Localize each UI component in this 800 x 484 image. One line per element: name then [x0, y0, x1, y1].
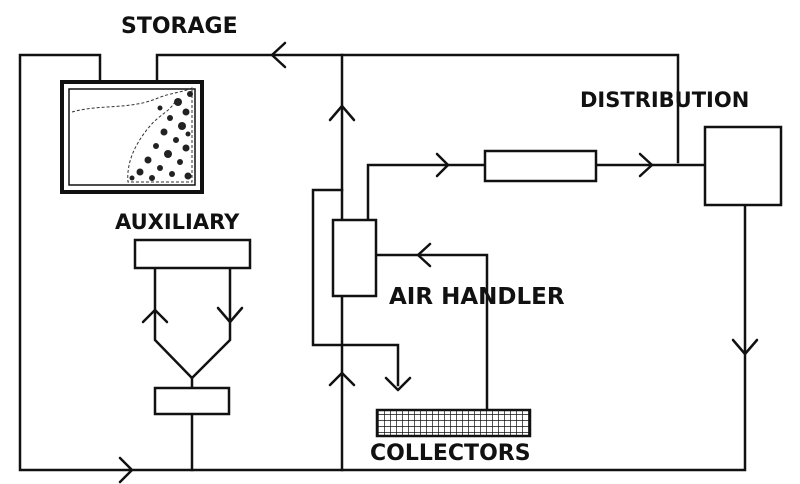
flow-arrow-right-icon [118, 456, 134, 484]
flow-arrow-left-icon [416, 242, 432, 268]
heat-exchanger-box [483, 149, 598, 183]
flow-arrow-up-icon [328, 371, 356, 387]
distribution-label: DISTRIBUTION [580, 88, 750, 112]
flow-arrow-up-icon [328, 104, 356, 122]
flow-arrow-down-icon [216, 306, 244, 324]
air-handler-label: AIR HANDLER [389, 284, 565, 310]
air-handler-top-feed [366, 163, 487, 222]
auxiliary-valve-box [153, 386, 231, 416]
flow-arrow-right-icon [638, 152, 654, 178]
storage-tank [60, 80, 204, 194]
auxiliary-branch-left [153, 266, 194, 390]
rock-bed-stones [129, 91, 193, 181]
auxiliary-label: AUXILIARY [115, 210, 240, 234]
collector-panel [375, 408, 532, 438]
air-handler-box [331, 218, 378, 298]
auxiliary-heater-box [133, 238, 252, 270]
storage-label: STORAGE [121, 14, 238, 39]
auxiliary-branch-right [190, 266, 232, 380]
left-return-pipe [18, 53, 747, 472]
flow-arrow-down-icon [731, 338, 759, 356]
collectors-label: COLLECTORS [370, 441, 531, 466]
flow-arrow-up-icon [141, 308, 169, 324]
air-handler-side-feed [311, 188, 400, 387]
distribution-box [703, 125, 783, 207]
top-supply-pipe [155, 53, 680, 164]
collector-return-pipe [374, 253, 489, 412]
flow-arrow-down-icon [384, 376, 412, 392]
flow-arrow-right-icon [435, 152, 450, 178]
flow-arrow-left-icon [270, 41, 287, 69]
rock-bed-texture [71, 87, 193, 183]
